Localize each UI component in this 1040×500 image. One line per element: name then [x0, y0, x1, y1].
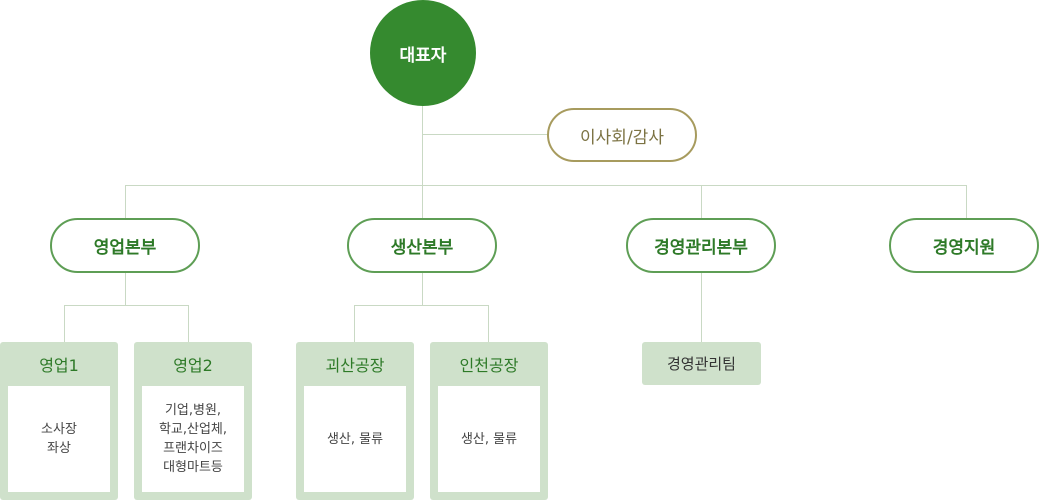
connector-div1-up — [125, 185, 126, 218]
connector-prod1 — [354, 305, 355, 342]
team-body: 생산, 물류 — [438, 386, 540, 492]
team-title: 인천공장 — [459, 356, 519, 375]
connector-sales-bus — [64, 305, 189, 306]
connector-ceo-vertical — [422, 106, 423, 218]
team-incheon-factory: 인천공장 생산, 물류 — [430, 342, 548, 500]
connector-sales1 — [64, 305, 65, 342]
ceo-node: 대표자 — [370, 0, 476, 106]
team-title: 괴산공장 — [325, 356, 385, 375]
connector-board — [422, 134, 548, 135]
team-body: 생산, 물류 — [304, 386, 406, 492]
connector-div4-up — [966, 185, 967, 218]
connector-div3-up — [701, 185, 702, 218]
team-management: 경영관리팀 — [642, 342, 761, 385]
connector-division-bus — [125, 185, 967, 186]
team-title: 영업2 — [173, 356, 213, 375]
board-node: 이사회/감사 — [547, 108, 697, 162]
division-support: 경영지원 — [889, 218, 1039, 273]
team-goesan-factory: 괴산공장 생산, 물류 — [296, 342, 414, 500]
team-title: 영업1 — [39, 356, 79, 375]
division-management: 경영관리본부 — [626, 218, 776, 273]
connector-sales2 — [188, 305, 189, 342]
connector-prod2 — [488, 305, 489, 342]
connector-div2-down — [422, 273, 423, 305]
division-production: 생산본부 — [347, 218, 497, 273]
division-sales: 영업본부 — [50, 218, 200, 273]
connector-div3-down — [701, 273, 702, 342]
connector-div1-down — [125, 273, 126, 305]
connector-prod-bus — [354, 305, 489, 306]
